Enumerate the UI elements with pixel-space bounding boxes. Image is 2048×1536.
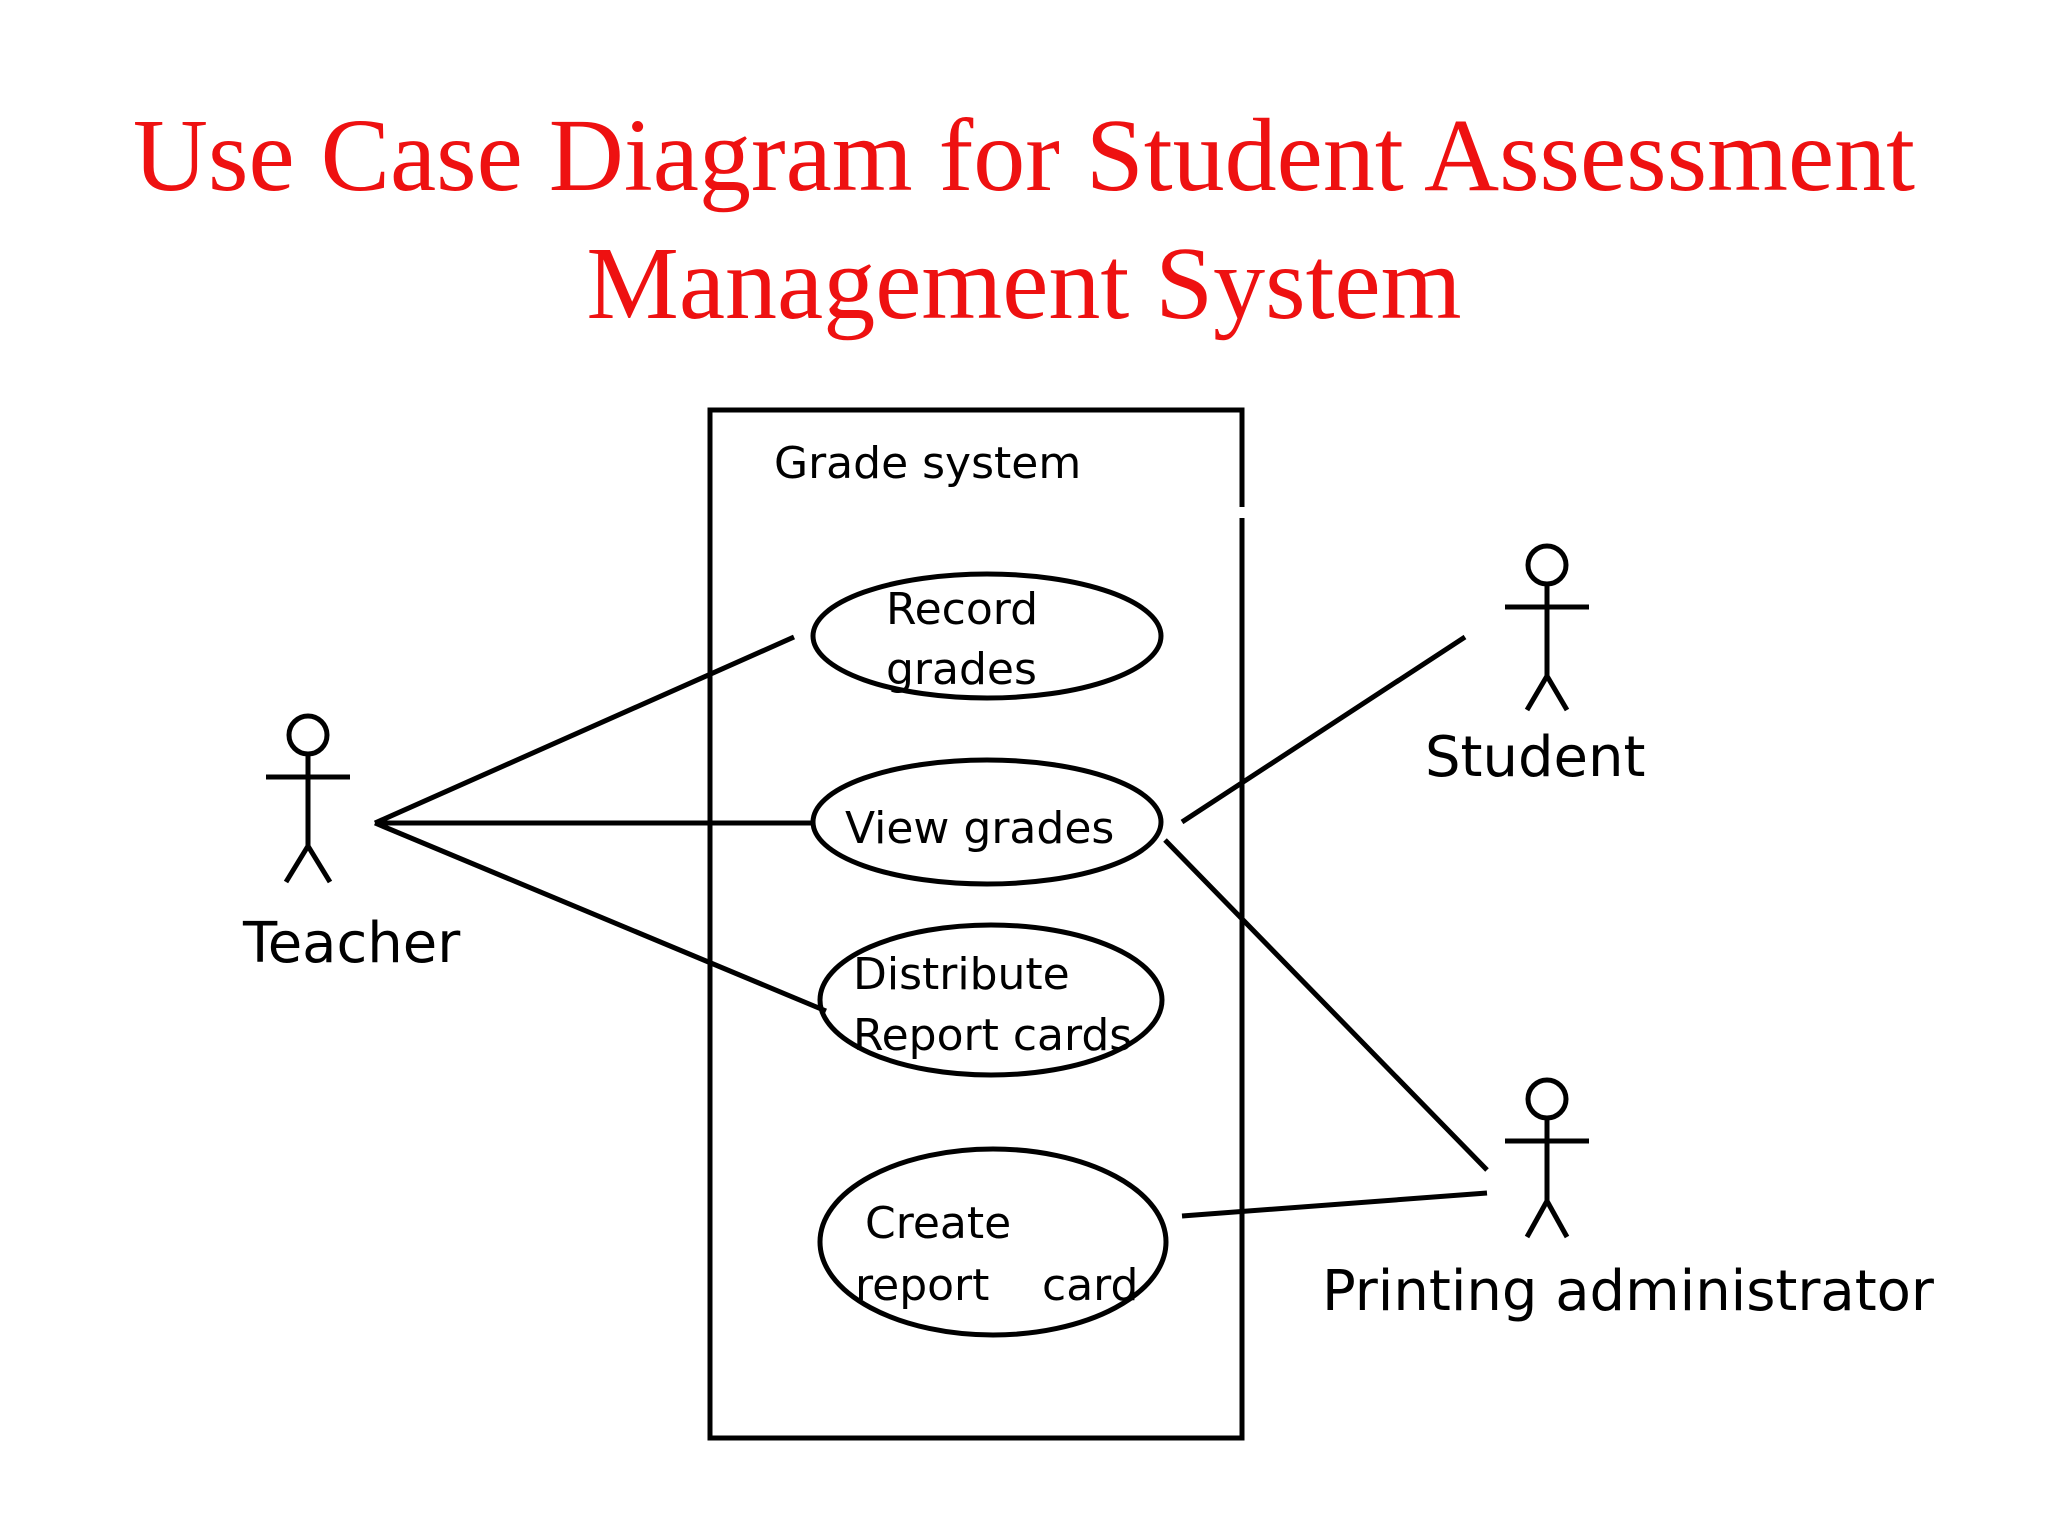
use-case-label: Create — [865, 1198, 1011, 1249]
use-case-label: card — [1042, 1260, 1138, 1311]
actor-student: Student — [1425, 543, 1645, 790]
stick-figure-icon — [266, 713, 350, 884]
diagram-title: Use Case Diagram for Student Assessment … — [0, 92, 2048, 348]
use-case-distribute-report-cards: Distribute Report cards — [817, 922, 1165, 1078]
title-line-1: Use Case Diagram for Student Assessment — [132, 98, 1916, 213]
use-case-label: grades — [886, 644, 1037, 695]
use-case-label: Record — [886, 584, 1038, 635]
actor-name: Printing administrator — [1322, 1259, 1935, 1324]
association-printing-create — [1181, 1190, 1488, 1219]
actor-name: Student — [1425, 725, 1645, 790]
use-case-label: Distribute — [853, 949, 1070, 1000]
actor-printing-administrator: Printing administrator — [1322, 1077, 1935, 1324]
association-printing-view — [1163, 838, 1489, 1172]
use-case-record-grades: Record grades — [810, 571, 1164, 701]
association-teacher-distribute — [374, 820, 827, 1014]
use-case-create-report-card: Create report card — [817, 1146, 1169, 1338]
use-case-label: Report cards — [853, 1010, 1132, 1061]
actor-name: Teacher — [242, 911, 461, 976]
title-line-2: Management System — [586, 226, 1462, 341]
use-case-view-grades: View grades — [810, 757, 1164, 887]
use-case-label: View grades — [845, 803, 1114, 854]
use-case-label: report — [855, 1260, 989, 1311]
associations — [373, 634, 1489, 1219]
association-teacher-record — [373, 634, 796, 826]
stick-figure-icon — [1505, 1077, 1589, 1239]
association-student-view — [1180, 634, 1467, 825]
system-name: Grade system — [774, 438, 1081, 489]
system-boundary: Grade system — [707, 407, 1245, 1441]
stick-figure-icon — [1505, 543, 1589, 712]
actor-teacher: Teacher — [242, 713, 461, 976]
